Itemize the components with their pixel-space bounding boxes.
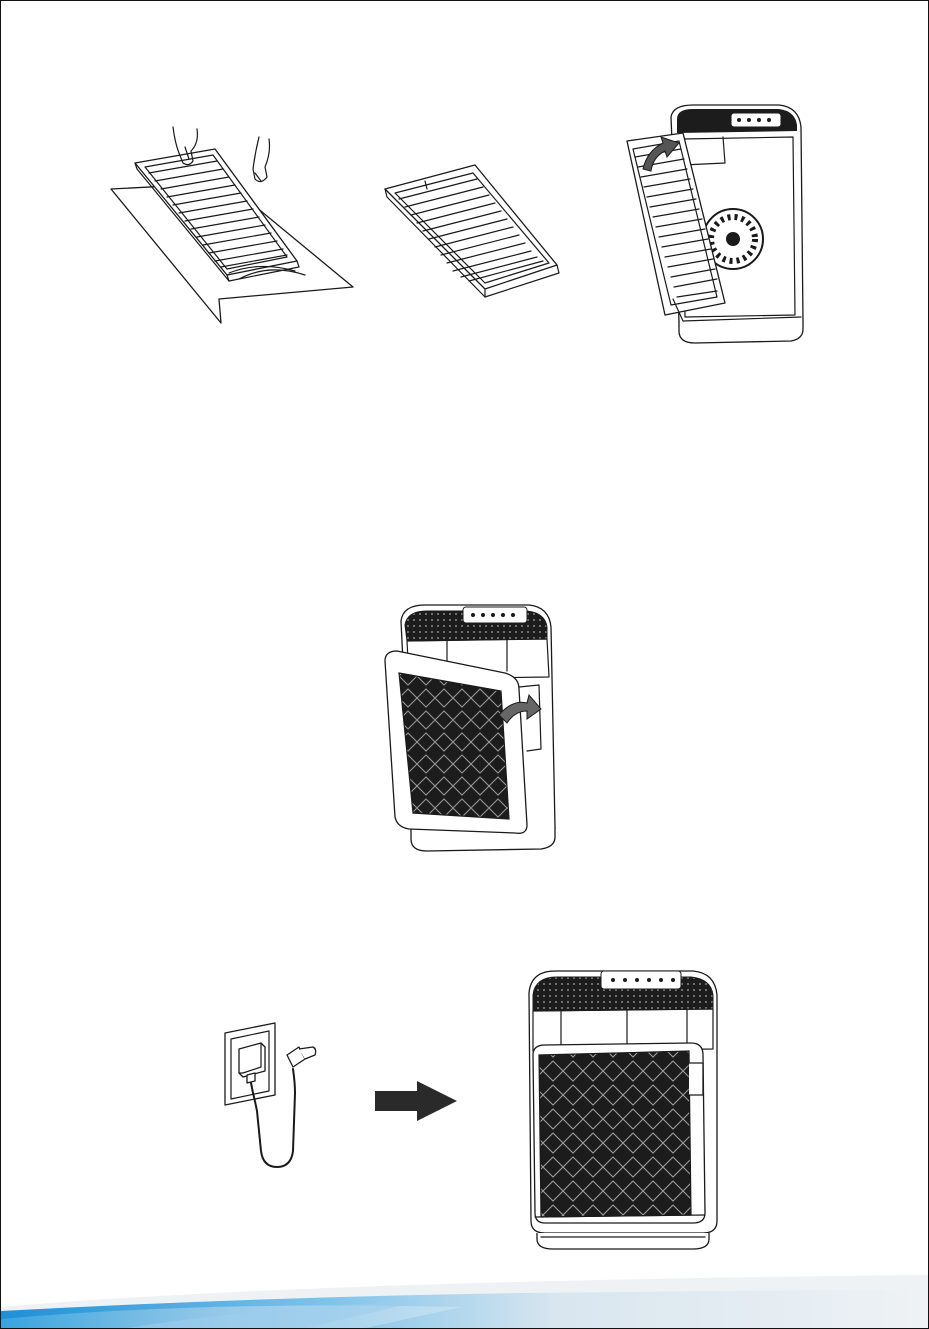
filter-unwrap-hands-icon xyxy=(109,123,361,331)
purifier-insert-filter-icon xyxy=(613,99,819,345)
purifier-icon xyxy=(523,963,723,1253)
arrow-right-icon xyxy=(373,1079,459,1123)
filter-icon xyxy=(381,161,563,301)
purifier-attach-cover-icon xyxy=(381,599,567,857)
power-adapter-icon xyxy=(221,1019,321,1177)
footer-decoration xyxy=(1,1271,928,1329)
